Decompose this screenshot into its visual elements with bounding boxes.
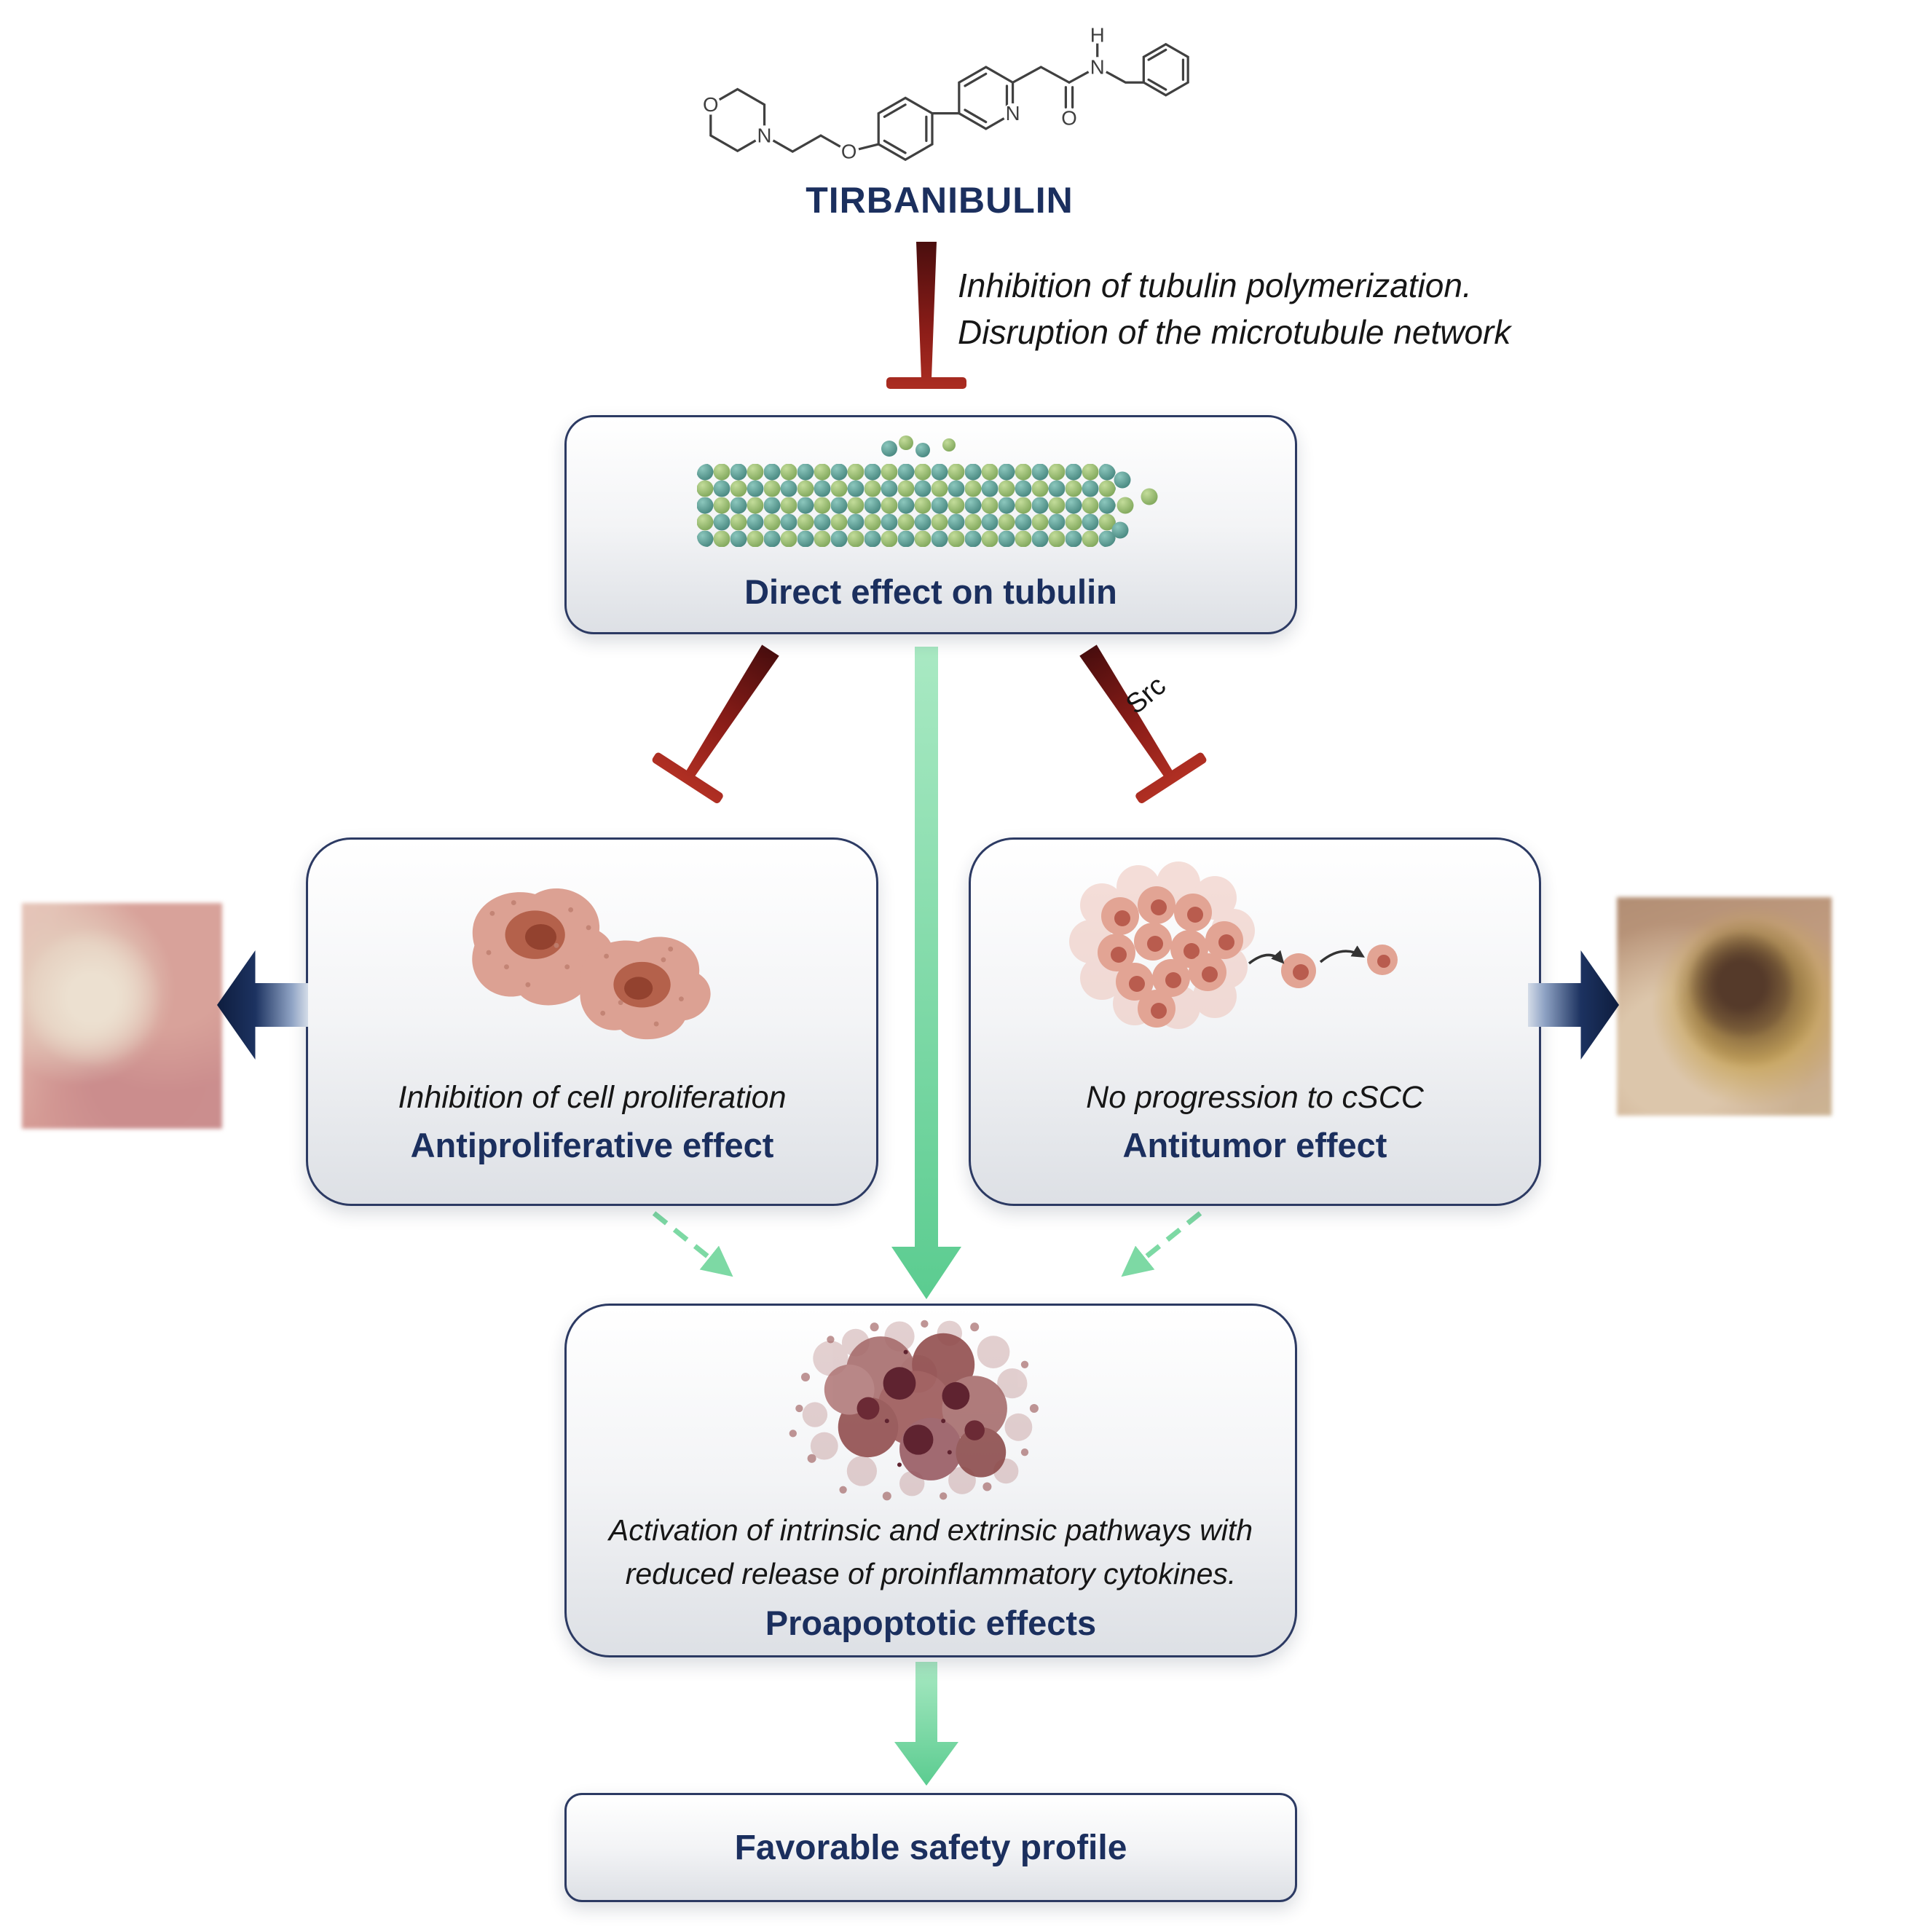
proapoptotic-title: Proapoptotic effects	[765, 1604, 1097, 1642]
proapoptotic-caption-line2: reduced release of proinflammatory cytok…	[625, 1557, 1237, 1590]
dashed-arrow-left	[652, 1211, 733, 1277]
actinic-keratosis-photo	[22, 903, 222, 1129]
safety-profile-title: Favorable safety profile	[734, 1828, 1127, 1867]
antitumor-caption: No progression to cSCC	[1086, 1080, 1424, 1115]
green-arrow-bottom	[894, 1662, 958, 1786]
cscc-photo	[1617, 897, 1832, 1116]
dividing-cell-illustration	[472, 888, 711, 1040]
antitumor-title: Antitumor effect	[1122, 1126, 1387, 1164]
atom-pyridine-N: N	[1006, 102, 1020, 125]
inhibition-arrow-src	[1079, 644, 1207, 804]
inhibition-arrow-top	[886, 242, 966, 389]
inhibition-arrow-left	[652, 644, 779, 804]
atom-morpholine-O: O	[703, 93, 719, 116]
dashed-arrow-right	[1121, 1211, 1202, 1277]
atom-ether-O: O	[841, 141, 857, 163]
inhibition-annotation-line1: Inhibition of tubulin polymerization.	[958, 267, 1472, 304]
molecule-name: TIRBANIBULIN	[806, 180, 1074, 221]
tirbanibulin-structure: O N O N O N H	[700, 23, 1189, 163]
inhibition-annotation: Inhibition of tubulin polymerization. Di…	[958, 262, 1511, 355]
tumor-cells-illustration	[1069, 861, 1398, 1029]
tubulin-box-title: Direct effect on tubulin	[744, 572, 1117, 611]
atom-amide-H: H	[1090, 23, 1105, 46]
apoptotic-cell-illustration	[789, 1320, 1039, 1501]
microtubule-illustration	[697, 435, 1158, 547]
antiproliferative-caption: Inhibition of cell proliferation	[398, 1080, 787, 1115]
antitumor-box: No progression to cSCC Antitumor effect	[969, 837, 1541, 1206]
atom-amide-N: N	[1090, 56, 1105, 79]
proapoptotic-caption-line1: Activation of intrinsic and extrinsic pa…	[608, 1513, 1253, 1547]
inhibition-annotation-line2: Disruption of the microtubule network	[958, 313, 1511, 351]
tubulin-effect-box: Direct effect on tubulin	[564, 415, 1297, 634]
safety-profile-box: Favorable safety profile	[564, 1793, 1297, 1902]
antiproliferative-title: Antiproliferative effect	[410, 1126, 774, 1164]
proapoptotic-box: Activation of intrinsic and extrinsic pa…	[564, 1304, 1297, 1657]
green-arrow-main	[891, 647, 961, 1299]
atom-morpholine-N: N	[757, 125, 772, 147]
antiproliferative-box: Inhibition of cell proliferation Antipro…	[306, 837, 878, 1206]
atom-carbonyl-O: O	[1061, 107, 1077, 130]
